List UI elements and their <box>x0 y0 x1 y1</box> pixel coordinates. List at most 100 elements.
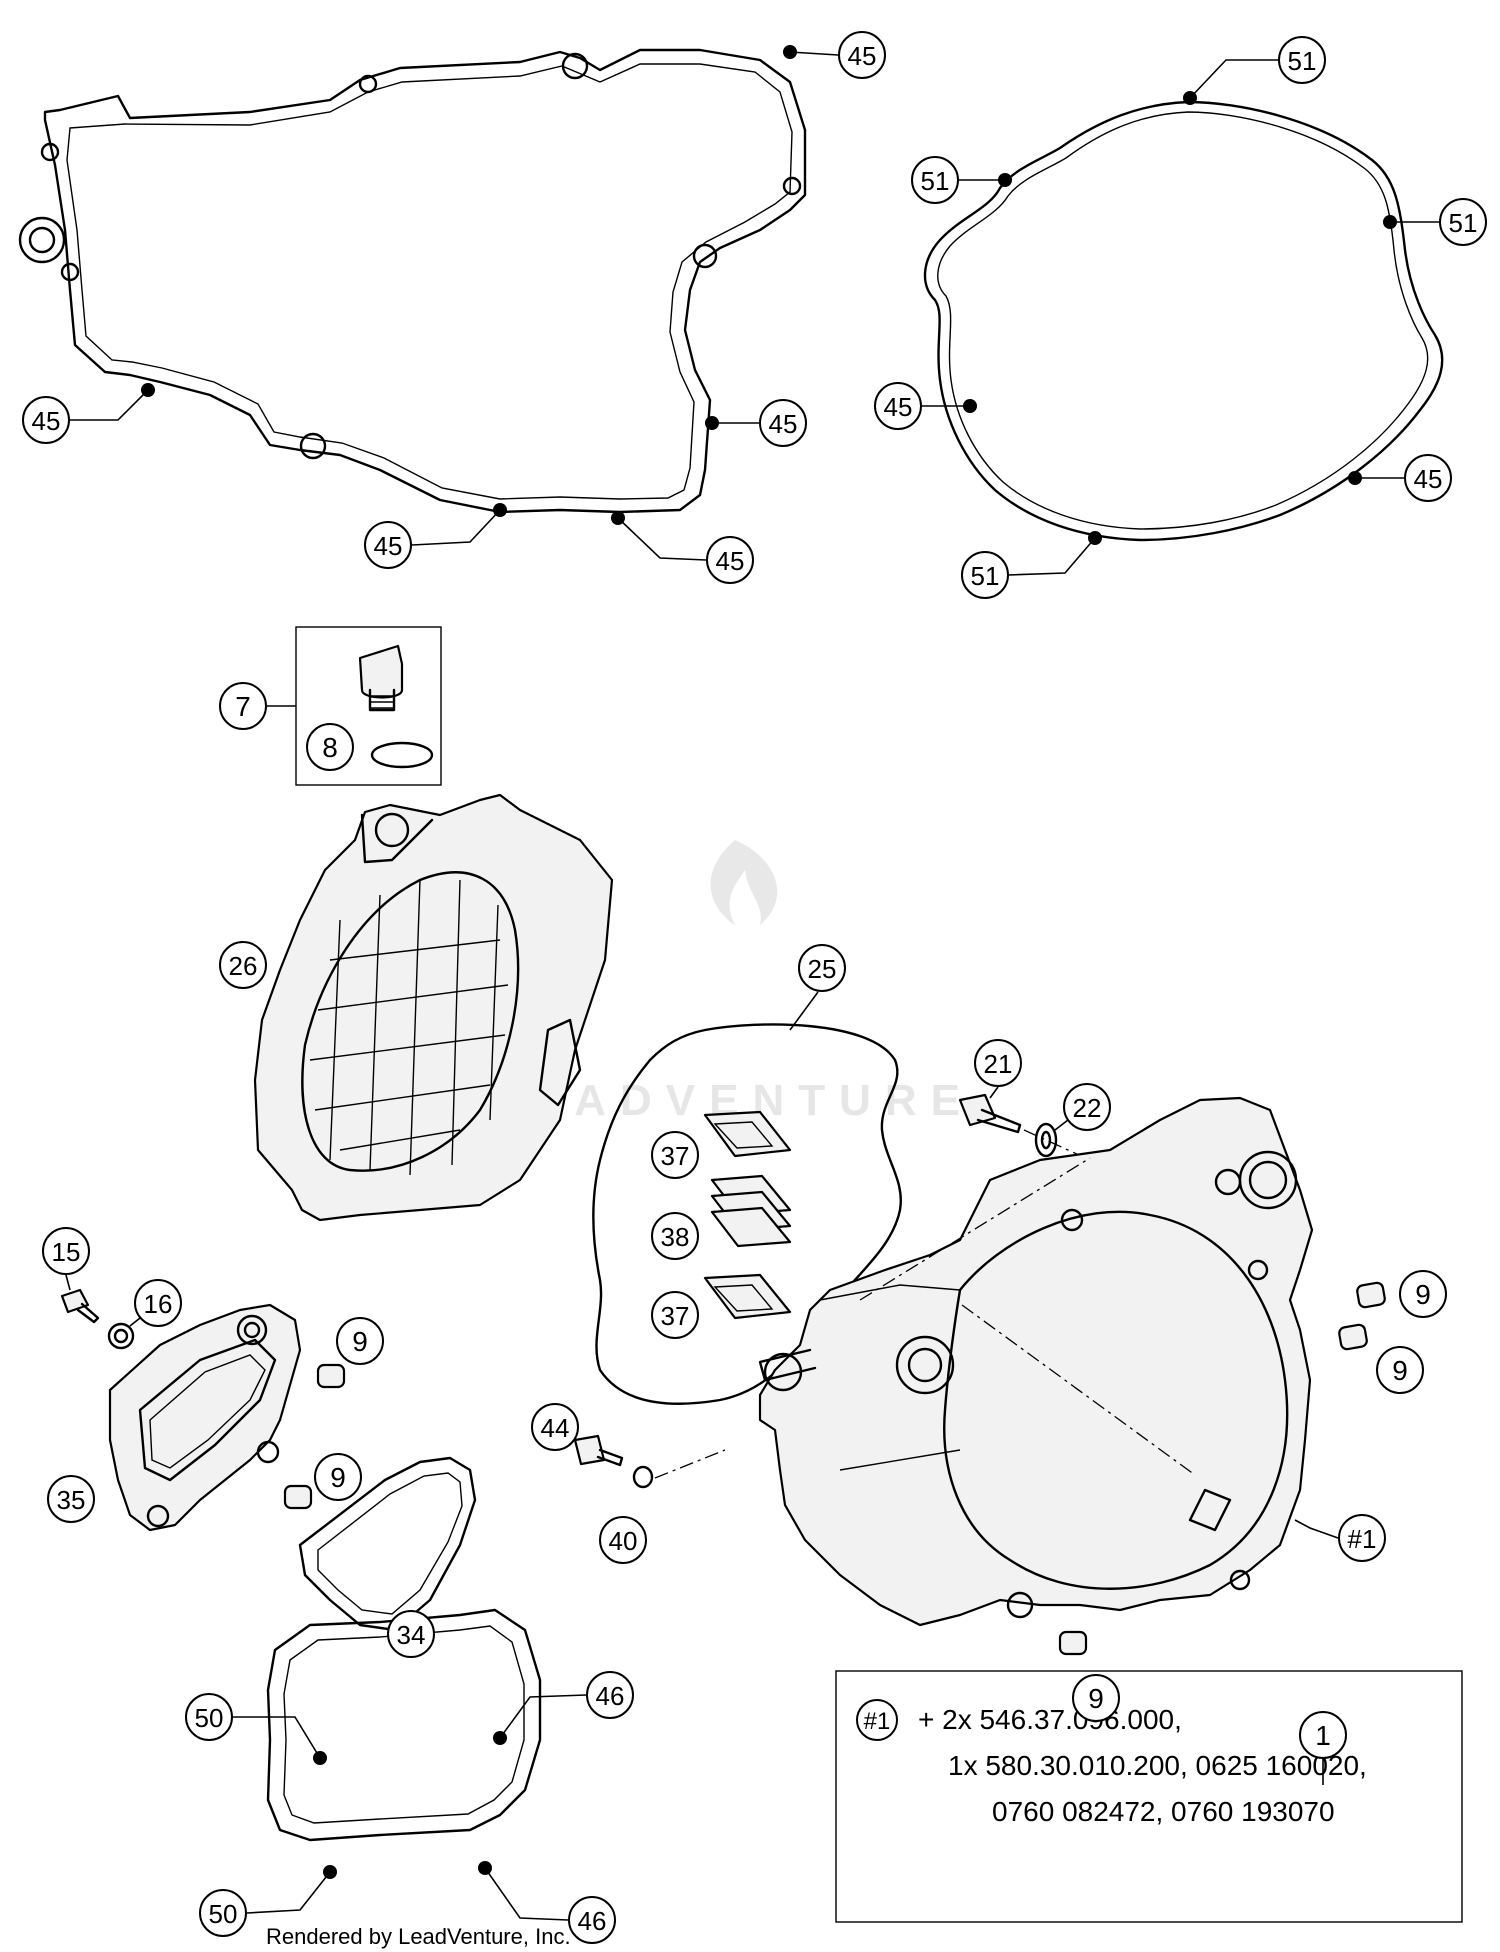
callout-bubble-c45_f <box>874 382 922 430</box>
callout-bubble-c16 <box>134 1279 182 1327</box>
callout-bubble-c44 <box>531 1403 579 1451</box>
note-line-3: 0760 082472, 0760 193070 <box>992 1796 1335 1827</box>
callout-bubble-c21 <box>974 1039 1022 1087</box>
callout-bubble-c9_b <box>1399 1270 1447 1318</box>
marker-dot-c46_a <box>493 1731 507 1745</box>
callout-label-c21: 21 <box>984 1049 1013 1079</box>
marker-dot-c50_b <box>323 1865 337 1879</box>
callout-bubble-c45_e <box>706 536 754 584</box>
marker-dot-c45_d <box>493 503 507 517</box>
callout-bubble-c46_b <box>568 1896 616 1944</box>
leader-c45_b <box>68 389 149 421</box>
marker-dot-c51_c <box>1383 215 1397 229</box>
callout-label-c38: 38 <box>661 1222 690 1252</box>
callout-bubble-c51_b <box>911 156 959 204</box>
callout-label-c9_d: 9 <box>1088 1683 1104 1714</box>
callout-bubble-c45_b <box>22 396 70 444</box>
callout-label-c50_a: 50 <box>195 1703 224 1733</box>
callout-bubble-c34 <box>387 1610 435 1658</box>
leader-c51_d <box>1007 537 1096 576</box>
leader-c22 <box>1054 1119 1069 1131</box>
callout-label-c35: 35 <box>57 1485 86 1515</box>
gasket-ignition-cover <box>923 100 1444 542</box>
marker-dot-c51_d <box>1088 531 1102 545</box>
callout-label-c7: 7 <box>235 691 251 722</box>
callout-label-c1: 1 <box>1315 1720 1331 1751</box>
callout-label-c9_a: 9 <box>352 1326 368 1357</box>
marker-dot-c51_a <box>1183 91 1197 105</box>
callout-bubble-c45_g <box>1404 454 1452 502</box>
callout-bubble-c40 <box>599 1516 647 1564</box>
water-pump-cover <box>108 1303 302 1532</box>
callout-label-c9_c: 9 <box>1392 1355 1408 1386</box>
leader-c25 <box>789 991 819 1031</box>
callout-label-c40: 40 <box>609 1526 638 1556</box>
leader-c16 <box>129 1317 141 1327</box>
marker-dot-c45_b <box>141 383 155 397</box>
note-ref-label: #1 <box>864 1708 891 1735</box>
outer-clutch-cover <box>253 793 614 1222</box>
callout-bubble-c35 <box>47 1475 95 1523</box>
callout-bubble-c46_a <box>586 1671 634 1719</box>
leader-c15 <box>65 1274 71 1291</box>
callout-bubble-c37_b <box>651 1291 699 1339</box>
callout-bubble-c25 <box>798 944 846 992</box>
callout-label-c51_d: 51 <box>971 561 1000 591</box>
callout-label-c26: 26 <box>229 951 258 981</box>
callout-label-c37_b: 37 <box>661 1301 690 1331</box>
callout-bubble-c7 <box>219 682 267 730</box>
callout-label-c45_e: 45 <box>716 546 745 576</box>
callout-label-c25: 25 <box>808 954 837 984</box>
leader-c45_a <box>789 51 839 56</box>
marker-dot-c51_b <box>998 173 1012 187</box>
callout-bubble-c9_c <box>1376 1346 1424 1394</box>
callout-label-c51_a: 51 <box>1288 46 1317 76</box>
marker-dot-c45_f <box>963 399 977 413</box>
water-pump-inner-gasket <box>266 1608 542 1842</box>
callout-label-c45_f: 45 <box>884 392 913 422</box>
callout-label-c34: 34 <box>397 1620 426 1650</box>
marker-dot-c45_c <box>705 416 719 430</box>
oil-plug-inset <box>295 626 442 786</box>
note-line-2: 1x 580.30.010.200, 0625 160020, <box>948 1750 1367 1781</box>
callout-label-c46_a: 46 <box>596 1681 625 1711</box>
callout-label-c45_d: 45 <box>374 531 403 561</box>
callout-bubble-c38 <box>651 1212 699 1260</box>
callout-bubble-c45_a <box>838 31 886 79</box>
marker-dot-c50_a <box>313 1751 327 1765</box>
leader-c46_b <box>484 1867 569 1921</box>
marker-dot-c45_a <box>783 45 797 59</box>
callout-label-c45_g: 45 <box>1414 464 1443 494</box>
leader-c46_a <box>499 1694 587 1739</box>
callout-label-c45_a: 45 <box>848 41 877 71</box>
callout-bubble-c51_d <box>961 551 1009 599</box>
note-ref-bubble <box>856 1699 898 1741</box>
callout-bubble-c15 <box>42 1227 90 1275</box>
callout-label-c9_b: 9 <box>1415 1279 1431 1310</box>
callout-bubble-c1 <box>1299 1711 1347 1759</box>
leader-c45_e <box>617 517 707 561</box>
callout-label-c45_c: 45 <box>769 409 798 439</box>
callout-label-c1_ref: #1 <box>1348 1524 1377 1554</box>
callout-label-c9_e: 9 <box>330 1462 346 1493</box>
footer-credit: Rendered by LeadVenture, Inc. <box>266 1924 571 1949</box>
leader-c45_d <box>411 509 501 546</box>
callout-label-c44: 44 <box>541 1413 570 1443</box>
callout-bubble-c45_c <box>759 399 807 447</box>
dowel-pins <box>283 1281 1386 1656</box>
callout-label-c37_a: 37 <box>661 1141 690 1171</box>
callout-bubble-c9_e <box>314 1453 362 1501</box>
leader-c50_b <box>246 1871 331 1914</box>
leader-c51_a <box>1189 59 1278 99</box>
callout-label-c8: 8 <box>322 732 338 763</box>
callout-bubble-c26 <box>219 941 267 989</box>
cover-screw-group <box>573 1434 726 1489</box>
callout-label-c51_c: 51 <box>1449 208 1478 238</box>
callout-label-c46_b: 46 <box>578 1906 607 1936</box>
callout-bubble-c9_a <box>336 1317 384 1365</box>
inner-clutch-cover <box>758 1096 1314 1627</box>
water-pump-gasket <box>298 1456 477 1632</box>
